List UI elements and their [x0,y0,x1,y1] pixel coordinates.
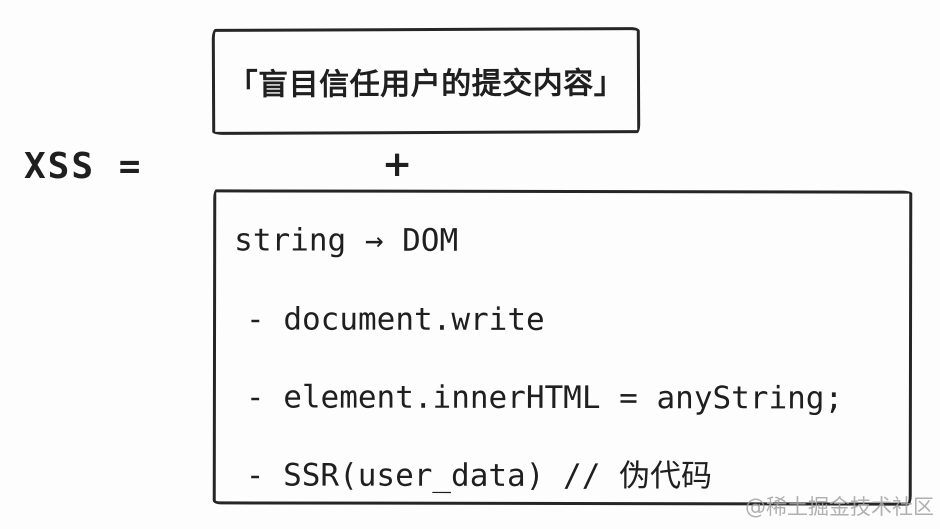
watermark: @稀土掘金技术社区 [745,495,934,519]
equation-lhs-label: XSS = [24,146,143,187]
plus-operator: + [382,144,413,185]
string-to-dom-box: string → DOM - document.write - element.… [212,189,913,506]
blind-trust-text: 「盲目信任用户的提交内容」 [227,66,625,103]
code-item-innerhtml: - element.innerHTML = anyString; [245,379,844,417]
blind-trust-box: 「盲目信任用户的提交内容」 [211,27,641,135]
code-item-ssr: - SSR(user_data) // 伪代码 [245,457,713,495]
code-item-document-write: - document.write [246,301,545,338]
code-box-title: string → DOM [234,222,459,259]
